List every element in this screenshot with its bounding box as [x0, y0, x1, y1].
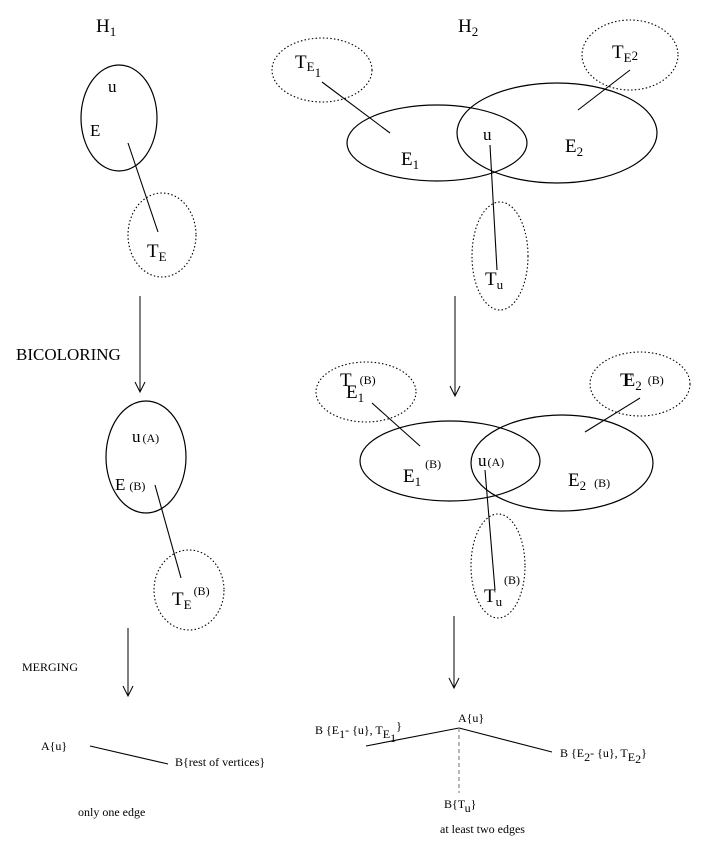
- h2-subtree-tu-colored-tag: (B): [504, 573, 520, 587]
- h2-merged-vertex-b-right: B {E2- {u}, TE2}: [560, 746, 647, 766]
- h2-caption: at least two edges: [440, 822, 525, 836]
- h2-hyperedge-e1: [346, 104, 528, 182]
- h2-subtree-tu-colored-label: Tu: [484, 586, 503, 609]
- h2-vertex-u: u: [483, 125, 492, 144]
- h2-edge-e2-te2-colored: [584, 397, 641, 433]
- h2-subtree-te2-colored: [589, 351, 691, 417]
- h1-subtree-te: [127, 192, 197, 278]
- h1-section: H1 u E TE BICOLORING u(A) E(B) TE(B) MER…: [16, 16, 265, 819]
- h1-arrow-2-head: [122, 685, 134, 698]
- h2-title: H2: [458, 16, 478, 39]
- h2-hyperedge-e2: [456, 82, 658, 184]
- h2-subtree-te2: [581, 19, 679, 91]
- h1-merged-vertex-a: A{u}: [41, 739, 67, 753]
- h1-hyperedge-e-label: E: [90, 121, 100, 140]
- h1-merged-vertex-b: B{rest of vertices}: [175, 755, 265, 769]
- h1-hyperedge-e-colored: [105, 400, 187, 514]
- h2-merged-vertex-b-left: B {E1- {u}, TE1}: [315, 719, 402, 745]
- h2-subtree-te2-label: TE2: [612, 42, 638, 65]
- h1-subtree-te-colored-label: TE(B): [172, 584, 210, 612]
- h2-vertex-u-colored: u(A): [478, 451, 504, 470]
- h2-hyperedge-e1-label: E1: [401, 149, 419, 172]
- h2-subtree-tu: [471, 201, 529, 311]
- h2-subtree-tu-colored: [470, 513, 526, 619]
- h2-edge-u-tu-colored: [484, 469, 496, 591]
- h2-subtree-te1-colored-label: T(B): [340, 370, 376, 391]
- h2-subtree-te1-label: TE1: [295, 52, 321, 80]
- h2-hyperedge-e2-colored-label: E2(B): [568, 470, 610, 493]
- merging-label: MERGING: [22, 660, 78, 674]
- h1-title: H1: [96, 16, 116, 39]
- h2-hyperedge-e1-colored: [359, 420, 541, 502]
- h2-merged-vertex-b-tu: B{Tu}: [444, 797, 476, 815]
- h1-edge-e-te: [127, 142, 159, 233]
- h2-hyperedge-e2-label: E2: [565, 136, 583, 159]
- h2-merged-vertex-a: A{u}: [458, 711, 484, 725]
- h2-section: H2 TE1 TE2 E1 u E2 Tu T(B) E1 TE2(B) E1(…: [271, 16, 691, 836]
- h2-edge-e1-te1-colored: [371, 402, 421, 447]
- h2-subtree-te1: [271, 37, 373, 103]
- h1-vertex-u-colored: u(A): [132, 427, 159, 446]
- h2-edge-u-tu: [489, 144, 498, 271]
- h1-subtree-te-label: TE: [147, 241, 167, 264]
- h1-subtree-te-colored: [153, 549, 225, 631]
- h1-edge-e-te-colored: [154, 484, 182, 579]
- h2-arrow-1-head: [449, 385, 461, 398]
- h1-merged-edge: [89, 745, 169, 765]
- h2-merged-edge-right: [458, 727, 553, 753]
- h2-subtree-tu-label: Tu: [485, 269, 504, 292]
- h2-subtree-te1-colored: [315, 361, 417, 423]
- h1-vertex-u: u: [108, 77, 117, 96]
- h2-hyperedge-e1-colored-label: E1(B): [403, 457, 441, 489]
- h2-arrow-2-head: [448, 677, 460, 690]
- h2-subtree-te2-colored-label: TE2(B): [620, 370, 664, 393]
- h2-edge-e2-te2: [577, 69, 631, 111]
- h1-hyperedge-e: [80, 64, 158, 172]
- h2-edge-e1-te1: [321, 81, 391, 134]
- h1-hyperedge-e-colored-label: E(B): [115, 475, 145, 494]
- h2-merged-edge-left: [365, 727, 460, 747]
- h2-hyperedge-e2-colored: [470, 414, 654, 512]
- h1-arrow-1-head: [134, 381, 146, 394]
- bicoloring-label: BICOLORING: [16, 345, 121, 364]
- h1-caption: only one edge: [78, 805, 145, 819]
- h2-subtree-te1-colored-e: E1: [346, 382, 364, 405]
